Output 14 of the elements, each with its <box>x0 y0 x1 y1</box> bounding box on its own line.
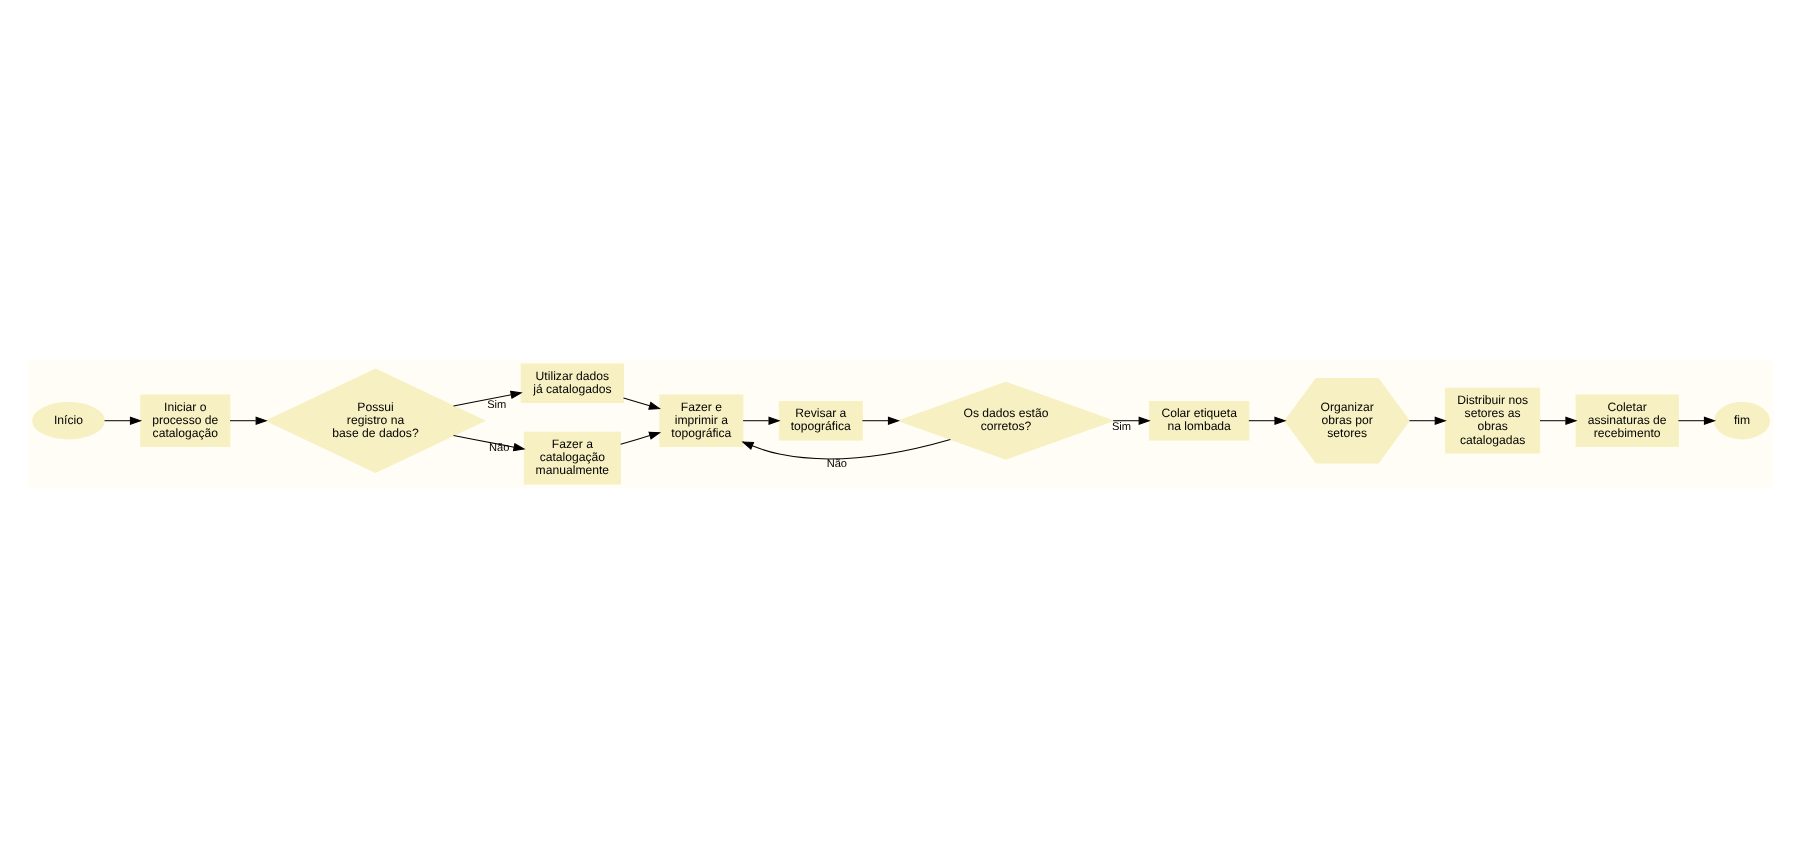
arrow <box>860 416 900 425</box>
arrow <box>740 439 950 460</box>
arrow <box>103 416 142 425</box>
arrow <box>1111 416 1150 425</box>
arrow <box>741 416 780 425</box>
arrow <box>228 416 267 425</box>
arrow <box>1407 416 1446 425</box>
arrow <box>452 435 525 452</box>
arrow <box>1247 416 1286 425</box>
arrow <box>1538 416 1577 425</box>
arrow <box>622 397 660 410</box>
arrow <box>1676 416 1716 425</box>
arrow <box>619 431 661 445</box>
arrow <box>452 390 522 407</box>
